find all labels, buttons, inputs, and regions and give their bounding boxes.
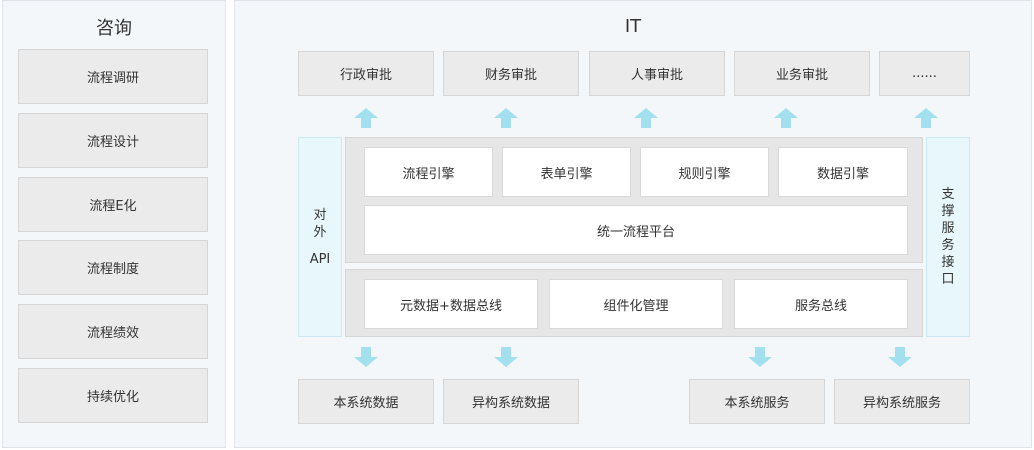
consulting-panel: 咨询 流程调研 流程设计 流程E化 流程制度 流程绩效 持续优化: [2, 0, 226, 448]
component-management: 组件化管理: [549, 279, 723, 329]
up-arrow-icon: [494, 108, 518, 128]
support-service-interface: 支 撑 服 务 接 口: [926, 137, 970, 337]
consulting-item-design: 流程设计: [18, 113, 208, 168]
external-api-char-2: 外: [313, 224, 327, 240]
down-arrow-icon: [888, 347, 912, 367]
app-finance-approval: 财务审批: [443, 51, 579, 96]
output-local-service: 本系统服务: [689, 379, 825, 424]
support-char-1: 支: [941, 187, 955, 202]
consulting-title: 咨询: [96, 18, 132, 39]
external-api-label: API: [309, 251, 331, 267]
up-arrow-icon: [354, 108, 378, 128]
consulting-item-improvement: 持续优化: [18, 368, 208, 423]
metadata-data-bus: 元数据+数据总线: [364, 279, 538, 329]
down-arrow-icon: [494, 347, 518, 367]
support-char-3: 服: [941, 221, 955, 236]
engine-data: 数据引擎: [778, 147, 908, 197]
support-char-5: 接: [941, 255, 955, 270]
app-hr-approval: 人事审批: [589, 51, 725, 96]
consulting-item-eprocess: 流程E化: [18, 177, 208, 232]
engine-process: 流程引擎: [364, 147, 493, 197]
up-arrow-icon: [634, 108, 658, 128]
it-title: IT: [624, 16, 642, 37]
down-arrow-icon: [748, 347, 772, 367]
engine-rule: 规则引擎: [640, 147, 769, 197]
output-heterogeneous-data: 异构系统数据: [443, 379, 579, 424]
app-more: ......: [879, 51, 970, 96]
service-bus: 服务总线: [734, 279, 908, 329]
support-char-4: 务: [941, 238, 955, 253]
support-char-6: 口: [941, 272, 955, 287]
external-api-char-1: 对: [313, 207, 327, 223]
unified-process-platform: 统一流程平台: [364, 205, 908, 255]
up-arrow-icon: [774, 108, 798, 128]
up-arrow-icon: [914, 108, 938, 128]
consulting-item-policy: 流程制度: [18, 240, 208, 295]
external-api: 对 外 API: [298, 137, 342, 337]
output-heterogeneous-service: 异构系统服务: [834, 379, 970, 424]
engine-form: 表单引擎: [502, 147, 631, 197]
consulting-item-research: 流程调研: [18, 49, 208, 104]
down-arrow-icon: [354, 347, 378, 367]
app-admin-approval: 行政审批: [298, 51, 434, 96]
support-char-2: 撑: [941, 204, 955, 219]
output-local-data: 本系统数据: [298, 379, 434, 424]
app-business-approval: 业务审批: [734, 51, 870, 96]
consulting-item-performance: 流程绩效: [18, 304, 208, 359]
